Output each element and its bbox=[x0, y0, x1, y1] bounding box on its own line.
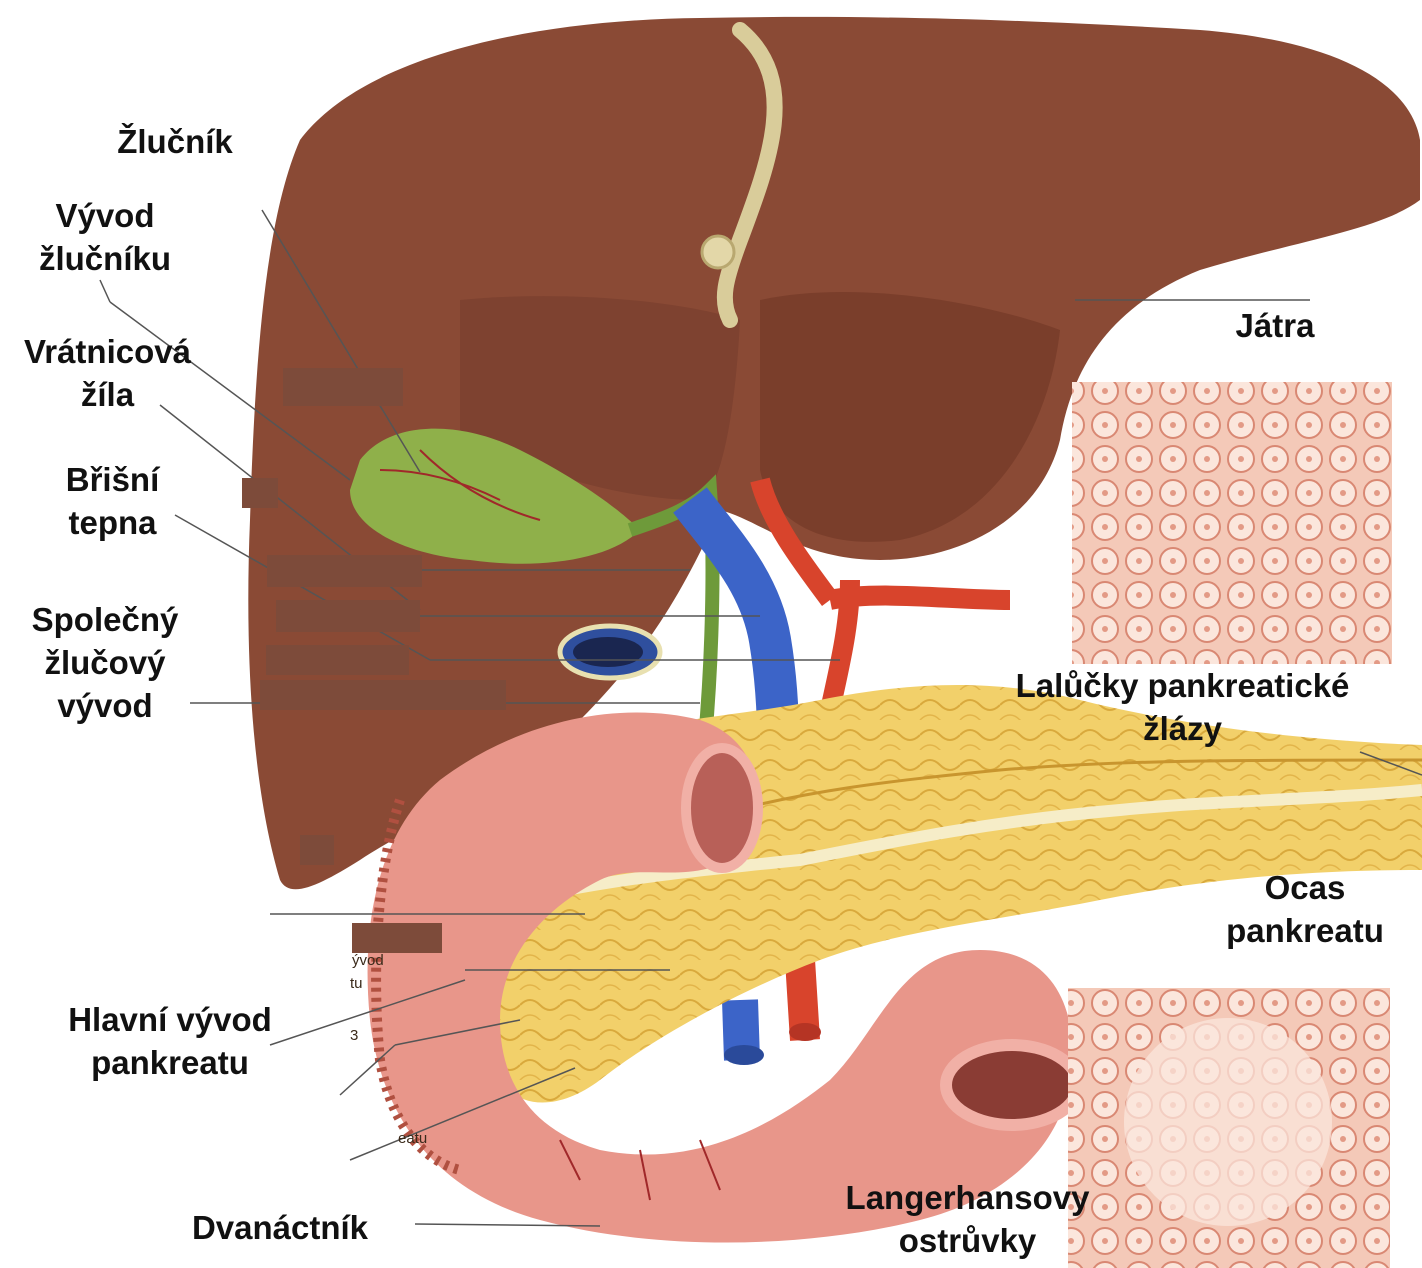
histology-lobules-inset bbox=[1072, 382, 1392, 664]
label-mask bbox=[260, 680, 506, 710]
label-cystic-duct: Vývod žlučníku bbox=[20, 194, 190, 280]
label-pancreas-tail: Ocas pankreatu bbox=[1210, 866, 1400, 952]
label-common-bile-duct: Společný žlučový vývod bbox=[15, 598, 195, 727]
fragment-text: 3 bbox=[350, 1027, 358, 1044]
label-mask bbox=[266, 645, 409, 675]
fragment-text: ývod bbox=[352, 952, 384, 969]
label-celiac-artery: Břišní tepna bbox=[40, 458, 185, 544]
label-pancreatic-lobules: Lalůčky pankreatické žlázy bbox=[985, 664, 1380, 750]
label-mask bbox=[300, 835, 334, 865]
label-gallbladder: Žlučník bbox=[100, 120, 250, 163]
label-duodenum: Dvanáctník bbox=[170, 1206, 390, 1249]
fragment-text: eatu bbox=[398, 1130, 427, 1147]
fragment-text: tu bbox=[350, 975, 363, 992]
label-liver: Játra bbox=[1215, 304, 1335, 347]
label-main-pancreatic-duct: Hlavní vývod pankreatu bbox=[50, 998, 290, 1084]
label-mask bbox=[352, 923, 442, 953]
label-mask bbox=[267, 555, 422, 587]
label-mask bbox=[242, 478, 278, 508]
label-portal-vein: Vrátnicová žíla bbox=[10, 330, 205, 416]
label-mask bbox=[283, 368, 403, 406]
label-mask bbox=[276, 600, 420, 632]
label-islets: Langerhansovy ostrůvky bbox=[820, 1176, 1115, 1262]
